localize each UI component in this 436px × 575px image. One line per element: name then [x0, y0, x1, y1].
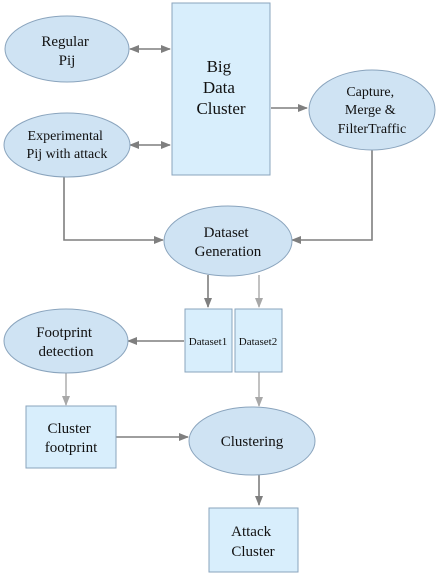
node-capture-merge-filter: Capture, Merge & FilterTraffic [308, 69, 436, 151]
node-clustering: Clustering [188, 406, 316, 476]
node-dataset1-label: Dataset1 [189, 336, 227, 348]
node-dataset-generation-label: Dataset Generation [195, 225, 262, 260]
node-dataset-generation: Dataset Generation [163, 205, 293, 277]
node-cluster-footprint-label: Cluster footprint [45, 421, 98, 456]
connectors [62, 45, 373, 506]
node-dataset1: Dataset1 [184, 308, 233, 373]
node-experimental-pij: Experimental Pij with attack [3, 112, 131, 178]
node-clustering-label: Clustering [221, 434, 284, 450]
node-footprint-detection: Footprint detection [3, 308, 129, 374]
node-regular-pij: Regular Pij [4, 15, 130, 83]
node-dataset2-label: Dataset2 [239, 336, 277, 348]
node-capture-merge-filter-label: Capture, Merge & FilterTraffic [338, 85, 406, 137]
node-dataset2: Dataset2 [234, 308, 283, 373]
node-attack-cluster: Attack Cluster [208, 507, 299, 573]
node-big-data-cluster: Big Data Cluster [171, 2, 271, 176]
node-experimental-pij-label: Experimental Pij with attack [27, 129, 108, 162]
arrow-capture-dataset-generation [291, 150, 373, 244]
arrow-experimental-dataset-generation [63, 177, 164, 244]
node-big-data-cluster-label: Big Data Cluster [196, 57, 245, 118]
node-attack-cluster-label: Attack Cluster [231, 524, 275, 560]
node-cluster-footprint: Cluster footprint [25, 405, 117, 469]
node-regular-pij-label: Regular Pij [41, 34, 92, 69]
node-footprint-detection-label: Footprint detection [36, 325, 96, 360]
